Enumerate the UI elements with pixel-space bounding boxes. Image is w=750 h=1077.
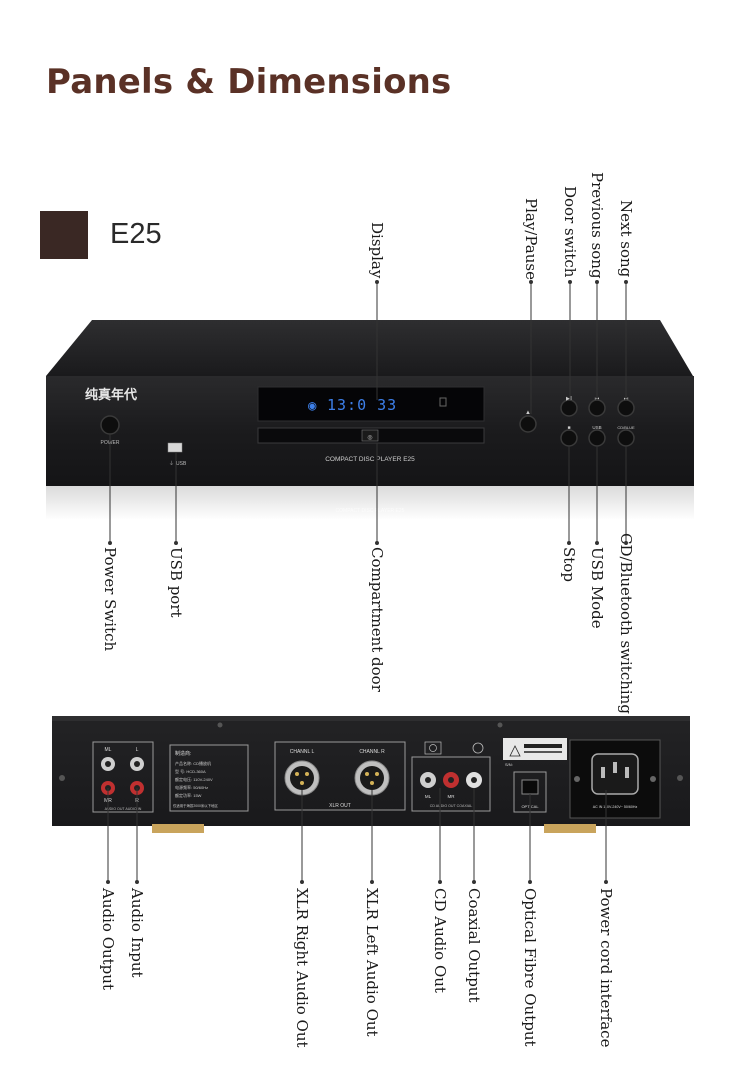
stop-button[interactable] — [560, 429, 578, 447]
color-swatch — [40, 211, 88, 259]
rear-callout-lines — [106, 788, 608, 884]
xlr-block — [274, 741, 406, 811]
eject-icon: ▲ — [525, 410, 531, 416]
plate-line: 型 号: HCD-360A — [175, 768, 206, 774]
play-pause-button[interactable] — [560, 399, 578, 417]
cd-strip-label: CD AUDIO OUT COAXIAL — [430, 804, 472, 808]
cd-bt-button[interactable] — [617, 429, 635, 447]
usb-mode-label: USB — [592, 425, 601, 430]
cd-audio-block — [411, 756, 491, 812]
plate-line: 额定电压: 110V-240V — [175, 776, 213, 782]
cd-mr-label: MR — [448, 794, 456, 799]
rear-screw — [217, 722, 223, 728]
plate-heading: 制造商: — [175, 750, 191, 757]
model-name: E25 — [110, 218, 162, 250]
prev-button[interactable] — [588, 399, 606, 417]
warning-label — [503, 738, 567, 760]
audio-io-block — [92, 741, 154, 813]
rear-panel: ML L MR R AUDIO OUT AUDIO IN 制造商: 产品名称: … — [52, 716, 690, 833]
channel-r-label: CHANNL R — [359, 749, 385, 755]
brand-logo: 纯真年代 — [85, 387, 137, 403]
power-spec-label: AC IN 110V-240V~ 50/60Hz — [593, 805, 638, 809]
cd-ml-label: ML — [425, 794, 432, 799]
play-pause-icon: ▶‖ — [566, 396, 572, 402]
power-button[interactable] — [100, 415, 120, 435]
usb-port[interactable] — [167, 442, 183, 453]
rear-foot — [544, 824, 596, 833]
spec-plate — [169, 744, 249, 812]
usb-label: USB — [176, 461, 187, 467]
usb-icon: ⏚ — [169, 460, 174, 467]
tray-text: COMPACT DISC PLAYER E25 — [325, 456, 415, 463]
page-title: Panels & Dimensions — [46, 62, 452, 102]
front-callout-lines — [108, 280, 628, 545]
disc-icon — [361, 429, 379, 442]
rear-screw — [497, 722, 503, 728]
plate-line: 额定功率: 15W — [175, 792, 202, 798]
power-inlet[interactable] — [591, 753, 639, 795]
rear-screw — [677, 775, 683, 781]
rear-screw — [59, 775, 65, 781]
reflection-text: COMPACT DISC PLAYER E25 — [336, 508, 405, 514]
front-reflection — [46, 486, 694, 520]
sn-label: S/N: — [505, 762, 513, 767]
plate-line: 产品名称: CD播放机 — [175, 760, 211, 766]
usb-mode-button[interactable] — [588, 429, 606, 447]
rear-foot — [152, 824, 204, 833]
warning-triangle-icon — [509, 745, 521, 757]
next-button[interactable] — [617, 399, 635, 417]
cd-logo-icon — [424, 741, 442, 755]
optical-port[interactable] — [521, 779, 539, 795]
stop-icon: ■ — [567, 425, 570, 431]
plate-line: 电源频率: 50/60Hz — [175, 784, 208, 790]
lcd-disc-icon: ◉ — [308, 398, 317, 414]
ccc-mark-icon — [472, 742, 484, 754]
front-top-surface — [46, 320, 693, 376]
l-label: L — [136, 747, 139, 753]
cd-bt-label: CD/BLUE — [617, 425, 635, 430]
channel-l-label: CHANNL L — [290, 749, 315, 755]
xlr-out-label: XLR OUT — [329, 803, 351, 809]
svg-text:◎: ◎ — [367, 435, 372, 441]
audio-strip-label: AUDIO OUT AUDIO IN — [105, 807, 142, 811]
ml-label: ML — [105, 747, 112, 753]
ir-sensor — [439, 397, 447, 407]
plate-footer: 仅适用于海拔2000米以下地区 — [173, 803, 218, 808]
eject-button[interactable] — [519, 415, 537, 433]
lcd-readout: 13:0 33 — [327, 396, 397, 414]
